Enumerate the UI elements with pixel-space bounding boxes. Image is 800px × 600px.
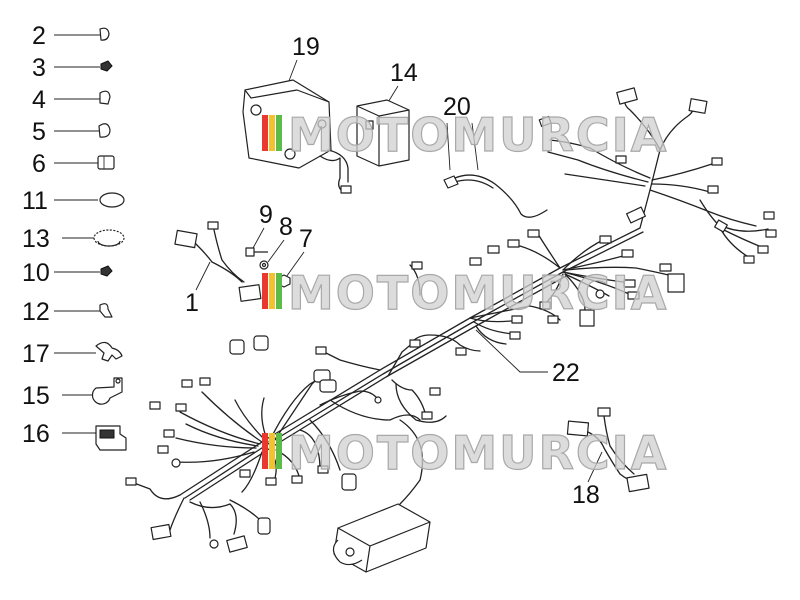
callout-20: 20	[443, 93, 471, 121]
callout-10: 10	[22, 259, 50, 287]
callout-13: 13	[22, 225, 50, 253]
clip-part-2	[99, 27, 110, 41]
callout-18: 18	[572, 481, 600, 509]
clamp-part-17	[95, 341, 123, 362]
callout-17: 17	[22, 340, 50, 368]
harness-1: 1	[174, 221, 262, 317]
callout-8: 8	[279, 213, 293, 241]
callout-4: 4	[32, 86, 46, 114]
svg-text:MOTOMURCIA: MOTOMURCIA	[288, 266, 668, 320]
clip-part-5	[98, 123, 111, 138]
watermark-bottom: MOTOMURCIA	[262, 425, 668, 481]
clip-part-12	[99, 303, 113, 318]
callout-9: 9	[259, 201, 273, 229]
svg-text:MOTOMURCIA: MOTOMURCIA	[288, 108, 668, 162]
label-22: 22	[475, 329, 580, 387]
callout-16: 16	[22, 420, 50, 448]
callout-7: 7	[299, 225, 313, 253]
callout-1: 1	[185, 289, 199, 317]
cable-tie-part-11	[99, 192, 125, 208]
washer-8: 8	[259, 213, 293, 270]
callout-2: 2	[32, 22, 46, 50]
callout-3: 3	[32, 54, 46, 82]
callout-6: 6	[32, 150, 46, 178]
watermark-middle: MOTOMURCIA	[262, 265, 668, 321]
callout-5: 5	[32, 118, 46, 146]
callout-12: 12	[22, 298, 50, 326]
clip-part-4	[99, 90, 111, 105]
bracket-part-15	[91, 377, 123, 405]
callout-14: 14	[390, 59, 418, 87]
watermark-top: MOTOMURCIA	[262, 107, 668, 163]
callout-22: 22	[552, 359, 580, 387]
clip-part-10	[100, 265, 113, 277]
main-harness-22	[125, 87, 777, 573]
parts-legend-column: 2 3 4 5 6 11 13 10 12	[22, 22, 127, 451]
screw-9: 9	[245, 201, 273, 257]
callout-11: 11	[22, 187, 48, 215]
sensor-20: 20	[443, 93, 548, 218]
callout-19: 19	[292, 33, 320, 61]
callout-15: 15	[22, 382, 50, 410]
nut-7: 7	[277, 225, 313, 288]
relay-14: 14	[356, 59, 418, 167]
svg-text:MOTOMURCIA: MOTOMURCIA	[288, 426, 668, 480]
connector-part-6	[97, 155, 115, 170]
harness-18: 18	[566, 407, 650, 509]
clip-part-3	[100, 60, 113, 72]
